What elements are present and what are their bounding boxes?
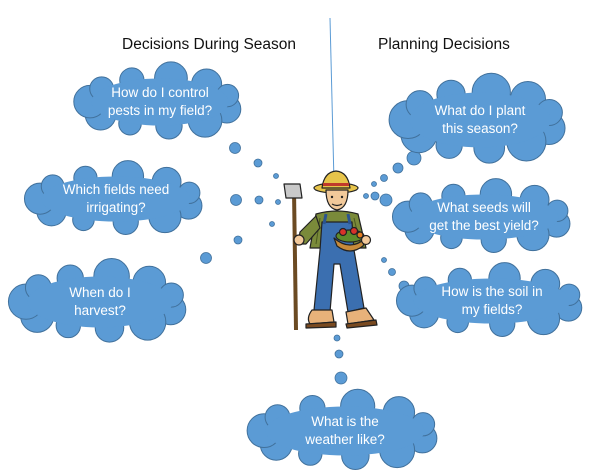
cloud-seeds-shape — [391, 178, 571, 253]
bubble — [363, 193, 369, 199]
bubble — [200, 252, 212, 264]
farmer-icon — [283, 170, 378, 331]
heading-planning-decisions: Planning Decisions — [378, 36, 510, 53]
cloud-irrigate: Which fields need irrigating? — [28, 166, 204, 232]
cloud-pests-shape — [73, 61, 242, 140]
cloud-harvest-shape — [7, 258, 187, 343]
bubble — [334, 371, 348, 385]
bubble — [229, 142, 241, 154]
bubble — [388, 268, 396, 276]
cloud-irrigate-line1: Which fields need — [62, 182, 170, 197]
cloud-soil-line1: How is the soil in — [441, 284, 543, 299]
bubble — [269, 221, 275, 227]
cloud-core — [409, 92, 551, 148]
cloud-harvest: When do I harvest? — [14, 266, 186, 338]
cloud-irrigate-line2: irrigating? — [86, 200, 146, 215]
bubble — [381, 257, 387, 263]
cloud-plant-line1: What do I plant — [434, 103, 526, 118]
cloud-pests-line1: How do I control — [111, 85, 209, 100]
cloud-pests-line2: pests in my field? — [107, 103, 213, 118]
cloud-plant: What do I plant this season? — [396, 82, 564, 158]
cloud-core — [27, 276, 173, 328]
cloud-soil-shape — [395, 262, 583, 337]
cloud-pests: How do I control pests in my field? — [78, 68, 242, 136]
cloud-weather: What is the weather like? — [252, 396, 438, 466]
bubble — [273, 173, 279, 179]
cloud-plant-shape — [388, 72, 566, 164]
bubble — [254, 195, 264, 205]
cloud-soil-line2: my fields? — [461, 302, 523, 317]
bubble — [334, 349, 344, 359]
heading-decisions-during-season: Decisions During Season — [122, 36, 297, 53]
bubble — [392, 162, 404, 174]
bubble — [230, 194, 242, 206]
bubble — [380, 174, 388, 182]
thought-bubbles — [200, 142, 422, 385]
cloud-soil: How is the soil in my fields? — [400, 268, 584, 334]
cloud-core — [413, 278, 571, 324]
cloud-harvest-line2: harvest? — [74, 303, 126, 318]
cloud-layer — [7, 61, 583, 471]
bubble — [371, 181, 377, 187]
cloud-seeds: What seeds will get the best yield? — [396, 184, 572, 250]
cloud-harvest-line1: When do I — [69, 285, 131, 300]
bubble — [370, 191, 380, 201]
cloud-core — [409, 194, 559, 240]
cloud-seeds-line1: What seeds will — [437, 200, 531, 215]
cloud-seeds-line2: get the best yield? — [429, 218, 539, 233]
cloud-weather-line1: What is the — [311, 414, 379, 429]
cloud-irrigate-shape — [23, 160, 203, 235]
cloud-core — [265, 406, 425, 456]
center-divider-line — [329, 17, 335, 183]
bubble — [379, 193, 393, 207]
cloud-weather-shape — [246, 388, 438, 471]
bubble — [253, 158, 263, 168]
cloud-weather-line2: weather like? — [305, 432, 385, 447]
cloud-plant-line2: this season? — [442, 121, 518, 136]
bubble — [233, 235, 243, 245]
cloud-core — [41, 176, 191, 222]
cloud-core — [91, 78, 229, 126]
bubble — [333, 334, 341, 342]
bubble — [275, 199, 281, 205]
